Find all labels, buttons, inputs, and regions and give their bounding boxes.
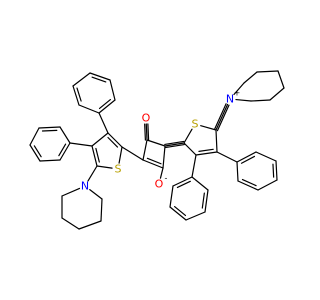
double-bond-inner-line — [146, 157, 162, 165]
double-bond-line — [147, 123, 150, 141]
bond-line — [39, 159, 61, 162]
double-bond-line — [144, 123, 147, 141]
atom-symbol: O — [155, 178, 164, 191]
double-bond-inner-line — [98, 98, 112, 110]
bond-line — [255, 151, 277, 162]
atom-s1: S — [115, 163, 122, 176]
double-bond-line — [213, 103, 227, 130]
bond-line — [257, 179, 278, 191]
double-bond-line — [216, 104, 230, 132]
bond-line — [78, 220, 102, 230]
bond-line — [109, 79, 116, 101]
bond-line — [72, 72, 91, 87]
bond-line — [236, 151, 257, 163]
atom-symbol: N — [226, 93, 234, 106]
double-bond-inner-line — [58, 143, 67, 157]
bond-line — [72, 85, 80, 106]
bond-layer — [29, 70, 285, 230]
bond-line — [91, 132, 109, 147]
double-bond-inner-line — [272, 163, 275, 178]
double-bond-inner-line — [240, 155, 256, 164]
bond-line — [237, 180, 259, 191]
bond-line — [29, 144, 41, 162]
bond-line — [216, 151, 238, 163]
double-bond-inner-line — [198, 148, 214, 152]
bond-line — [142, 139, 148, 161]
bond-line — [29, 127, 40, 146]
bond-line — [172, 176, 193, 187]
bond-line — [215, 129, 218, 153]
double-bond-inner-line — [76, 87, 82, 102]
bond-line — [142, 159, 164, 169]
bond-line — [159, 167, 164, 179]
bond-line — [121, 146, 144, 161]
atom-s2: S — [192, 118, 199, 131]
bond-line — [183, 142, 197, 156]
atom-charge: - — [165, 174, 168, 183]
bond-line — [185, 211, 206, 221]
bond-line — [243, 71, 258, 84]
bond-line — [87, 165, 98, 182]
bond-line — [59, 126, 71, 144]
atom-n1: N — [81, 180, 89, 193]
bond-line — [183, 128, 193, 144]
double-bond-inner-line — [201, 192, 205, 209]
double-bond-inner-line — [241, 178, 257, 187]
bond-line — [145, 123, 148, 141]
bond-line — [169, 185, 174, 208]
bond-line — [215, 103, 229, 131]
bond-line — [195, 151, 218, 156]
bond-line — [250, 99, 271, 102]
bond-line — [59, 142, 71, 161]
bond-line — [256, 70, 279, 73]
bond-line — [277, 70, 285, 89]
bond-line — [269, 87, 285, 101]
bond-line — [275, 160, 278, 181]
bond-line — [191, 154, 197, 178]
bond-line — [38, 126, 61, 129]
atom-symbol: O — [142, 112, 151, 125]
bond-line — [69, 142, 93, 147]
bond-line — [89, 189, 103, 200]
bond-line — [191, 176, 209, 191]
bond-line — [91, 145, 98, 167]
atom-symbol: N — [81, 180, 89, 193]
bond-line — [204, 189, 209, 213]
bond-line — [107, 132, 123, 148]
double-bond-inner-line — [95, 147, 100, 163]
double-bond-inner-line — [173, 205, 187, 217]
bond-line — [96, 165, 113, 169]
bond-line — [200, 125, 217, 131]
bond-line — [164, 142, 185, 147]
double-bond-line — [164, 143, 185, 149]
atom-symbol: S — [192, 118, 199, 131]
bond-line — [61, 187, 81, 197]
double-bond-inner-line — [176, 180, 191, 189]
atom-symbol: S — [115, 163, 122, 176]
double-bond-inner-line — [33, 145, 42, 158]
double-bond-inner-line — [107, 136, 119, 148]
bond-line — [169, 206, 187, 221]
atom-charge: + — [234, 89, 241, 98]
bond-line — [98, 99, 116, 114]
atom-n2: N+ — [226, 89, 240, 106]
bond-line — [118, 146, 123, 164]
double-bond-inner-line — [91, 76, 107, 83]
atom-o1: O — [142, 112, 151, 125]
bond-line — [235, 98, 252, 102]
double-bond-inner-line — [41, 129, 58, 132]
bond-line — [233, 82, 245, 96]
bond-line — [61, 217, 80, 230]
bond-line — [89, 72, 111, 81]
bond-line — [236, 161, 239, 182]
bond-line — [100, 198, 103, 222]
double-bond-line — [164, 140, 185, 146]
atom-o2: O- — [155, 174, 168, 191]
bond-line — [78, 104, 100, 114]
bond-line — [98, 112, 109, 134]
bond-line — [146, 139, 166, 147]
bond-line — [162, 145, 166, 169]
